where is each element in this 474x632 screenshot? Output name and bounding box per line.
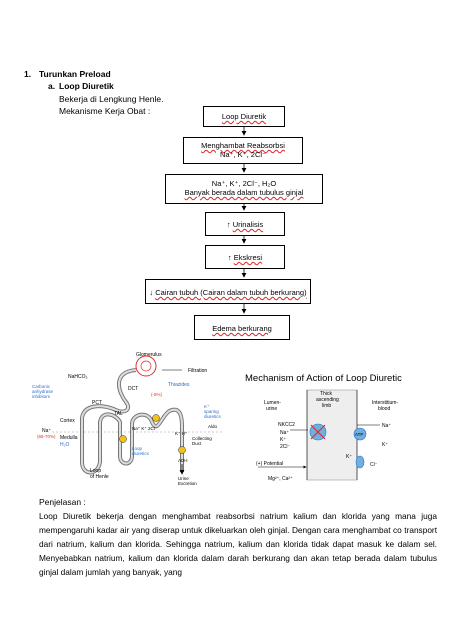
glomerulus-shape [135, 355, 157, 377]
loop-henle-label: Loop [90, 468, 101, 474]
flow-label: Menghambat Reabsorbsi [201, 141, 285, 150]
carbonic-label: Carbonic [32, 384, 51, 389]
k-sparing-label: K⁺ [204, 404, 210, 409]
na-pct-label: (65-70%) [37, 434, 56, 439]
text-line: Bekerja di Lengkung Henle. [59, 94, 164, 104]
flow-box-loop-diuretik: Loop Diuretik [203, 106, 285, 127]
flow-box-edema: Edema berkurang [194, 315, 290, 340]
kh-label: K⁺ H⁺ [175, 431, 188, 436]
nkcc2-label: NKCC2 [278, 422, 295, 428]
sub-heading: Loop Diuretik [59, 81, 114, 91]
atp-pump [353, 427, 367, 441]
k2-label: K⁺ [346, 454, 352, 460]
flowchart-arrows [241, 127, 247, 314]
svg-text:inhibitors: inhibitors [32, 394, 51, 399]
svg-text:ascending: ascending [316, 397, 339, 403]
na-r-label: Na⁺ [382, 423, 391, 429]
na-label: Na⁺ [280, 430, 289, 436]
potential-label: (+) Potential [256, 461, 283, 467]
svg-text:urine: urine [266, 406, 277, 412]
flow-box-urinalisis: ↑ Urinalisis [205, 212, 285, 236]
tal-label: TAL [114, 411, 123, 417]
svg-text:sparing: sparing [204, 409, 219, 414]
svg-text:Duct: Duct [192, 441, 202, 446]
adh-label: ADH [178, 458, 188, 463]
flow-label: Loop Diuretik [221, 112, 267, 121]
nacl-pct: (-5%) [151, 392, 163, 397]
nahco3-label: NaHCO₃ [68, 374, 88, 380]
urine-label: Urine [178, 476, 189, 481]
mechanism-title: Mechanism of Action of Loop Diuretic [245, 373, 402, 384]
thick-label: Thick [320, 391, 332, 397]
svg-text:anhydrase: anhydrase [32, 389, 54, 394]
flow-box-ekskresi: ↑ Ekskresi [205, 245, 285, 269]
flow-label: Edema berkurang [212, 324, 272, 333]
mechanism-diagram: Thick ascending limb Lumen- urine Inters… [256, 389, 398, 482]
cortex-label: Cortex [60, 418, 75, 424]
aldo-label: Aldo [208, 424, 218, 429]
loop-diuretics-label: Loop [132, 446, 143, 451]
h2o-label: H₂O [60, 442, 70, 448]
flow-label: Banyak berada dalam tubulus ginjal [184, 188, 304, 197]
up-arrow-icon: ↑ [227, 253, 232, 262]
svg-text:of Henle: of Henle [90, 474, 109, 480]
down-arrow-icon: ↓ [149, 288, 154, 297]
svg-text:limb: limb [322, 403, 331, 409]
nephron-diagram: Glomerulus Filtration NaHCO₃ Carbonic an… [32, 352, 222, 486]
medulla-label: Medulla [60, 435, 78, 441]
na-left-label: Na⁺ [42, 428, 51, 434]
explanation-paragraph: Loop Diuretik bekerja dengan menghambat … [39, 511, 437, 577]
filtration-label: Filtration [188, 368, 207, 374]
text-line: Mekanisme Kerja Obat : [59, 106, 151, 116]
flow-label: Urinalisis [232, 220, 264, 229]
cl-r-label: Cl⁻ [370, 462, 378, 468]
cl-label: 2Cl⁻ [280, 444, 291, 450]
thiazides-label: Thiazides [168, 382, 190, 388]
svg-text:diuretics: diuretics [204, 414, 222, 419]
section-heading: Turunkan Preload [39, 69, 111, 79]
dct-label: DCT [128, 386, 138, 392]
svg-text:diuretics: diuretics [132, 451, 150, 456]
flow-box-ions: Na⁺, K⁺, 2Cl⁻, H₂O Banyak berada dalam t… [165, 174, 323, 204]
interstitium-label: Interstitium- [372, 400, 398, 406]
svg-text:Excretion: Excretion [178, 481, 197, 486]
atp-label: ATP [355, 432, 363, 437]
flow-box-menghambat: Menghambat Reabsorbsi Na⁺, K⁺, 2Cl⁻ [183, 137, 303, 164]
flow-label: Na⁺, K⁺, 2Cl⁻ [219, 150, 267, 159]
flow-label: Ekskresi [233, 253, 263, 262]
mg-label: Mg²⁺, Ca²⁺ [268, 476, 293, 482]
svg-text:blood: blood [378, 406, 390, 412]
flow-box-cairan: ↓ Cairan tubuh (Cairan dalam tubuh berku… [145, 279, 311, 304]
flow-label: Na⁺, K⁺, 2Cl⁻, H₂O [211, 179, 277, 188]
lumen-label: Lumen- [264, 400, 281, 406]
ions-label: Na⁺ K⁺ 2Cl⁻ [132, 426, 158, 431]
flow-label: Cairan tubuh (Cairan dalam tubuh berkura… [155, 288, 307, 297]
glomerulus-label: Glomerulus [136, 352, 162, 358]
k-r-label: K⁺ [382, 442, 388, 448]
up-arrow-icon: ↑ [226, 220, 231, 229]
k-label: K⁺ [280, 437, 286, 443]
sub-letter: a. [48, 81, 56, 91]
pct-label: PCT [92, 400, 102, 406]
explanation-label: Penjelasan : [39, 497, 86, 507]
list-number: 1. [24, 69, 32, 79]
collecting-label: Collecting [192, 436, 212, 441]
